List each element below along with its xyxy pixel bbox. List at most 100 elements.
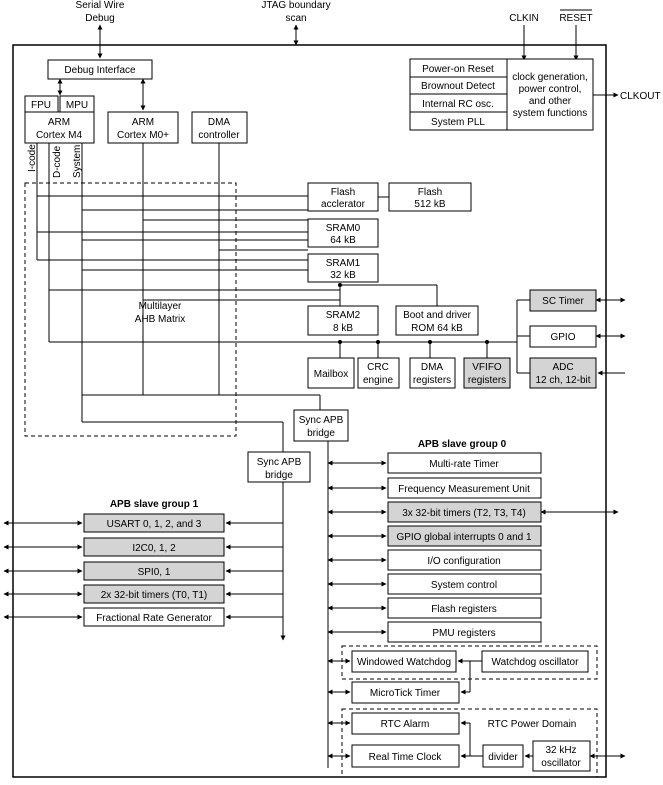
apb0-item-label: I/O configuration (427, 556, 500, 567)
dma-controller-label-2: controller (198, 130, 240, 141)
cortex-m0-label-2: Cortex M0+ (117, 130, 169, 141)
system-pll-label: System PLL (431, 117, 485, 128)
microtick-label: MicroTick Timer (370, 688, 441, 699)
microtick-box (351, 681, 460, 704)
internal-rc-label: Internal RC osc. (422, 99, 494, 110)
cortex-m4-label-2: Cortex M4 (36, 130, 83, 141)
apb0-item-box (387, 549, 542, 571)
clock-desc-3: and other (529, 96, 572, 107)
sc-timer-label: SC Timer (542, 296, 584, 307)
bus-lines (36, 143, 530, 452)
sram1-label-2: 32 kB (330, 270, 356, 281)
cortex-m4-box (24, 111, 95, 144)
rtc-oscillator-box (532, 740, 591, 772)
apb1-item-label: SPI0, 1 (138, 567, 171, 578)
ahb-matrix-label: Multilayer (139, 301, 182, 312)
sram1-label: SRAM1 (326, 258, 361, 269)
apb0-item-label: Frequency Measurement Unit (398, 484, 530, 495)
apb1-item-box (83, 513, 225, 533)
serial-wire-label-2: Debug (85, 13, 114, 24)
apb0-item-box (387, 525, 542, 547)
mailbox-label: Mailbox (314, 369, 348, 380)
rtc-domain-box (341, 708, 598, 778)
bus-system-label: System (72, 145, 83, 178)
apb0-item-box (387, 477, 542, 499)
bus-icode-label: I-code (27, 144, 38, 172)
clock-desc-1: clock generation, (512, 72, 588, 83)
debug-interface-box (47, 59, 153, 80)
crc-label-2: engine (363, 375, 393, 386)
ahb-matrix-box (24, 182, 237, 437)
sync-apb-bridge-0-label-2: bridge (307, 428, 335, 439)
flash-label-2: 512 kB (414, 199, 445, 210)
apb0-item-label: System control (431, 580, 497, 591)
real-time-clock-box (351, 744, 460, 768)
sram0-label: SRAM0 (326, 223, 361, 234)
clock-desc-2: power control, (519, 84, 582, 95)
apb0-item-box (387, 597, 542, 619)
sram0-label-2: 64 kB (330, 235, 356, 246)
sram2-label-2: 8 kB (333, 323, 353, 334)
flash-accelerator-box (307, 182, 379, 212)
clkout-label: CLKOUT (620, 91, 661, 102)
cortex-m4-label: ARM (48, 117, 70, 128)
jtag-label-2: scan (285, 13, 306, 24)
adc-label-2: 12 ch, 12-bit (535, 375, 590, 386)
reset-label: RESET (559, 13, 592, 24)
apb0-item-label: GPIO global interrupts 0 and 1 (396, 532, 532, 543)
sram2-box (307, 305, 379, 336)
apb1-item-box (83, 561, 225, 581)
bus-dcode-label: D-code (52, 145, 63, 178)
crc-box (357, 357, 400, 389)
vfifo-registers-label: VFIFO (472, 362, 502, 373)
debug-interface-label: Debug Interface (64, 65, 136, 76)
boot-rom-label-2: ROM 64 kB (411, 323, 463, 334)
dma-registers-label-2: registers (413, 375, 451, 386)
flash-accelerator-label: Flash (331, 187, 355, 198)
windowed-watchdog-label: Windowed Watchdog (357, 657, 451, 668)
rtc-alarm-box (351, 712, 460, 735)
sync-apb-bridge-1-label: Sync APB (257, 457, 302, 468)
power-on-reset-label: Power-on Reset (422, 64, 494, 75)
dma-registers-box (409, 357, 456, 389)
apb1-item-label: Fractional Rate Generator (96, 613, 212, 624)
chip-boundary (12, 44, 607, 778)
rtc-alarm-label: RTC Alarm (381, 719, 430, 730)
apb1-item-box (83, 607, 225, 627)
apb1-item-label: 2x 32-bit timers (T0, T1) (101, 590, 208, 601)
clock-desc-4: system functions (513, 108, 587, 119)
apb0-item-box (387, 621, 542, 643)
apb0-title: APB slave group 0 (418, 439, 507, 450)
real-time-clock-label: Real Time Clock (369, 752, 443, 763)
brownout-detect-label: Brownout Detect (421, 81, 495, 92)
flash-accelerator-label-2: acclerator (321, 199, 366, 210)
apb0-item-label: Multi-rate Timer (429, 459, 499, 470)
sram1-box (307, 253, 379, 283)
mailbox-box (307, 357, 355, 389)
fpu-label: FPU (31, 100, 51, 111)
apb1-item-label: USART 0, 1, 2, and 3 (107, 519, 202, 530)
crc-label: CRC (367, 362, 389, 373)
rtc-oscillator-label-2: oscillator (541, 758, 581, 769)
gpio-label: GPIO (550, 332, 575, 343)
sync-apb-bridge-1-label-2: bridge (265, 470, 293, 481)
apb0-item-box (387, 573, 542, 595)
apb0-item-label: 3x 32-bit timers (T2, T3, T4) (402, 508, 526, 519)
vfifo-registers-label-2: registers (468, 375, 506, 386)
rtc-oscillator-label: 32 kHz (545, 745, 576, 756)
divider-label: divider (488, 752, 518, 763)
sram0-box (307, 218, 379, 248)
mpu-label: MPU (66, 100, 88, 111)
apb0-item-box (387, 452, 542, 474)
flash-label: Flash (418, 187, 442, 198)
apb1-title: APB slave group 1 (110, 499, 199, 510)
adc-box (529, 357, 597, 389)
boot-rom-label: Boot and driver (403, 310, 471, 321)
boot-rom-box (395, 305, 479, 336)
windowed-watchdog-box (351, 650, 457, 673)
apb1-item-label: I2C0, 1, 2 (132, 543, 176, 554)
sync-apb-bridge-1-box (247, 451, 311, 483)
clkin-label: CLKIN (509, 13, 538, 24)
